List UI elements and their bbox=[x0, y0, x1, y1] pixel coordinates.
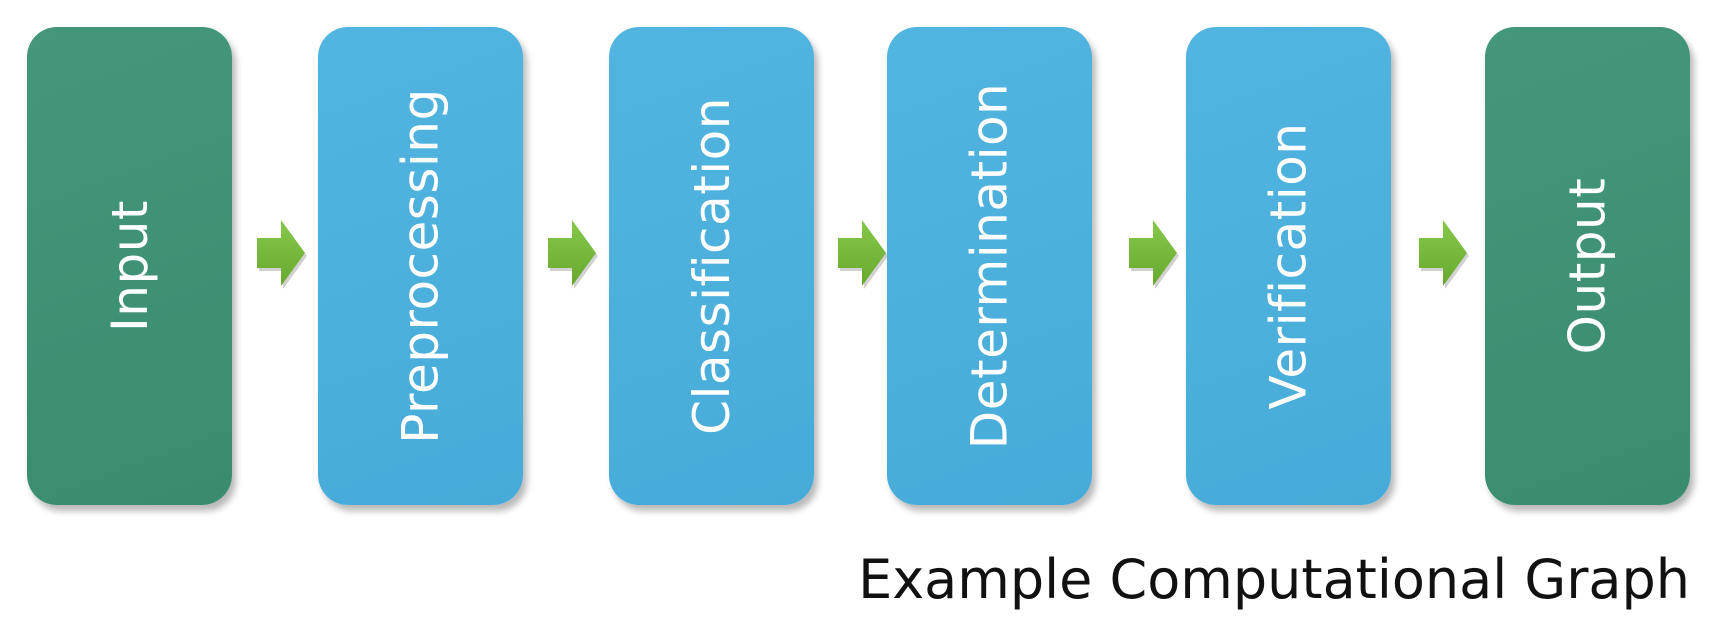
stage-input: Input bbox=[27, 27, 232, 505]
stage-verification: Verification bbox=[1186, 27, 1391, 505]
right-arrow-icon bbox=[1125, 216, 1181, 290]
stage-preprocessing: Preprocessing bbox=[318, 27, 523, 505]
stage-label: Output bbox=[1558, 177, 1617, 355]
stage-label: Verification bbox=[1259, 122, 1318, 410]
stage-label: Preprocessing bbox=[391, 88, 450, 444]
stage-classification: Classification bbox=[609, 27, 814, 505]
stage-label: Input bbox=[100, 200, 159, 332]
stage-label: Determination bbox=[960, 82, 1019, 450]
stage-output: Output bbox=[1485, 27, 1690, 505]
right-arrow-icon bbox=[834, 216, 890, 290]
stage-determination: Determination bbox=[887, 27, 1092, 505]
diagram-caption: Example Computational Graph bbox=[858, 548, 1690, 611]
right-arrow-icon bbox=[544, 216, 600, 290]
right-arrow-icon bbox=[253, 216, 309, 290]
right-arrow-icon bbox=[1415, 216, 1471, 290]
stage-label: Classification bbox=[682, 97, 741, 435]
